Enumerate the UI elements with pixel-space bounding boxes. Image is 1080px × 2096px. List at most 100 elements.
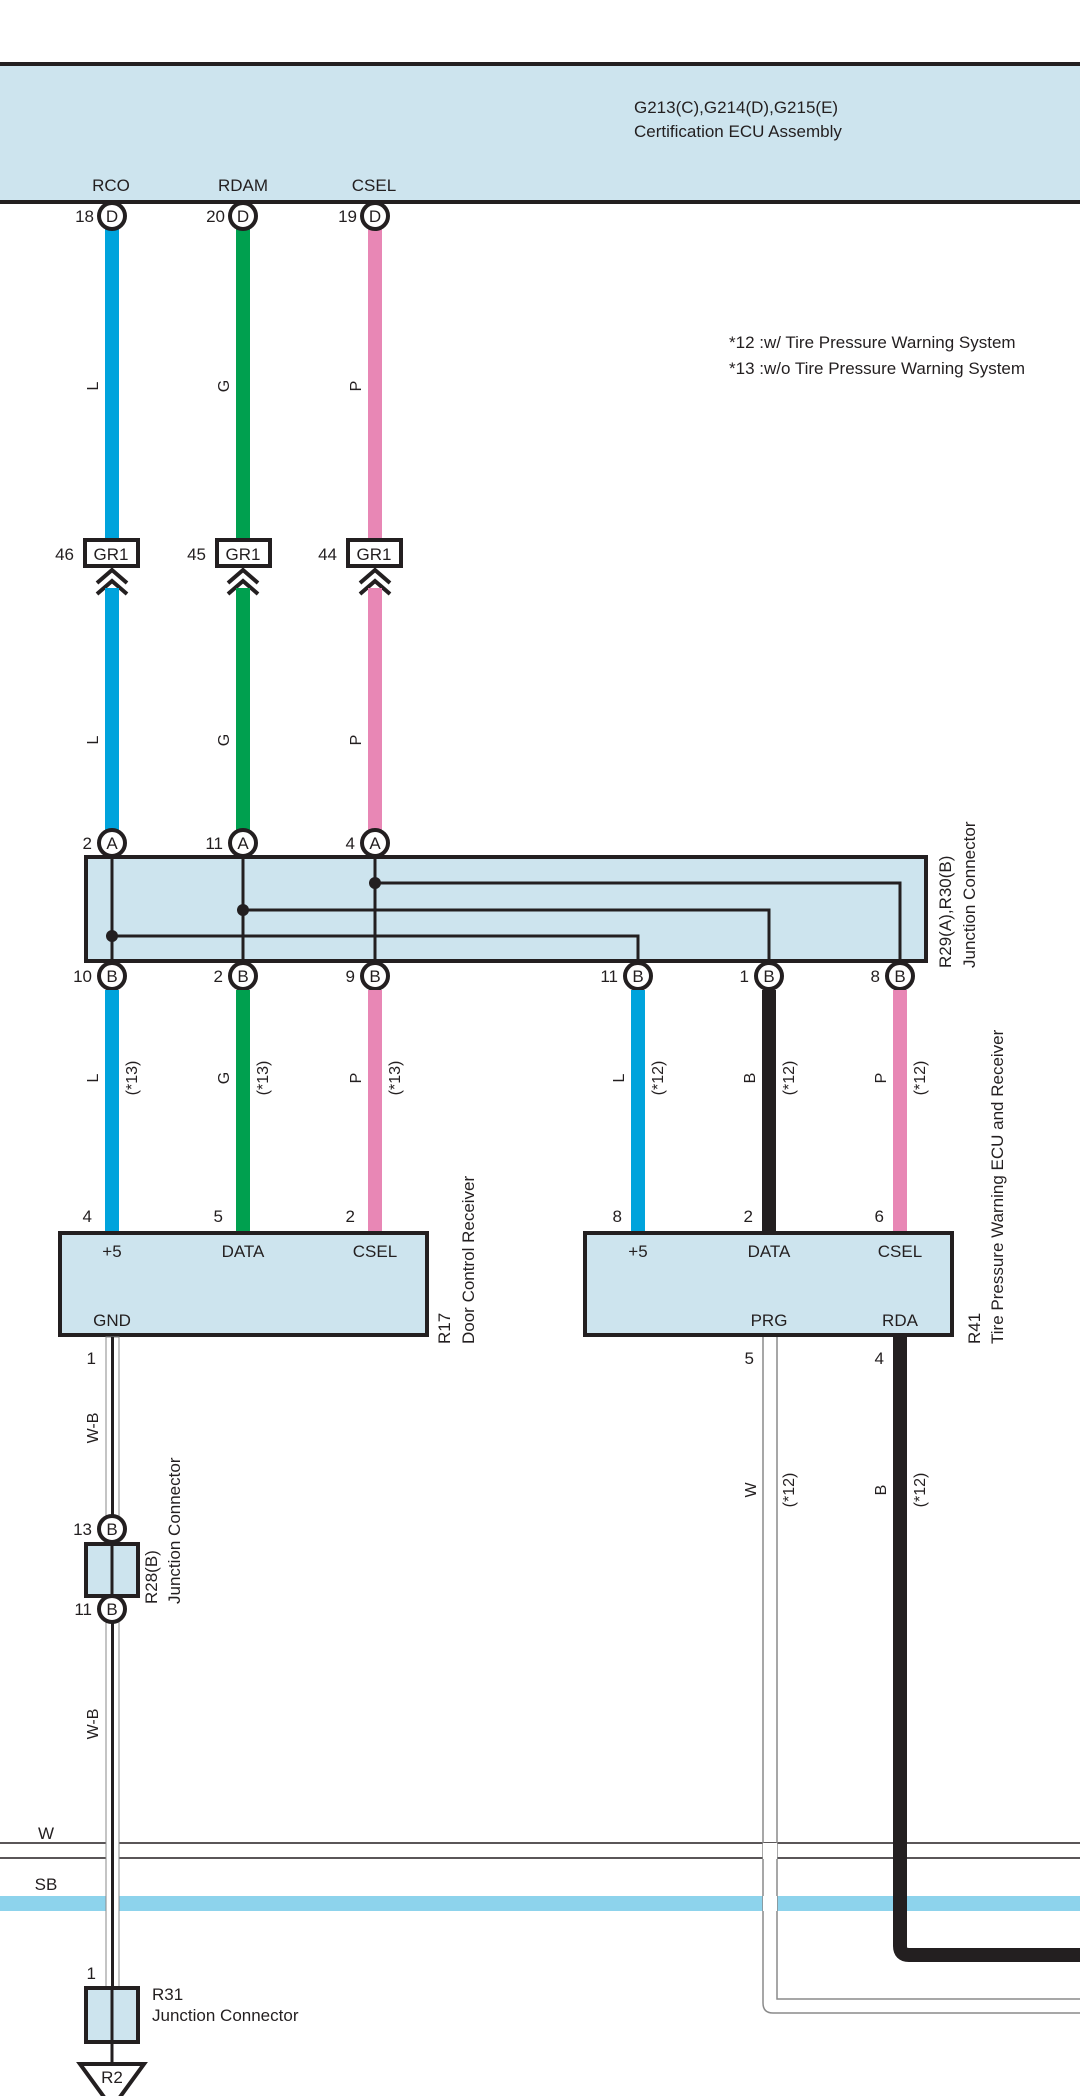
wire-note: (*13) (387, 1061, 404, 1096)
inline-connector[interactable]: GR1 44 (318, 538, 403, 596)
pin-number: 18 (75, 207, 94, 226)
junction-ids: R29(A),R30(B) (936, 856, 955, 968)
pin-conn: B (763, 967, 774, 986)
pin-circle (754, 961, 784, 991)
inline-connector[interactable]: GR1 46 (55, 538, 140, 596)
pin-number: 1 (87, 1964, 96, 1983)
wire-note: (*12) (781, 1473, 798, 1508)
terminal-name: +5 (102, 1242, 121, 1261)
wire-label: L (611, 1073, 628, 1082)
double-chevron-icon (95, 567, 129, 596)
wire-g-upper[interactable] (236, 226, 250, 541)
pin-conn: B (106, 1520, 117, 1539)
wire-w-prg-outer[interactable] (762, 1337, 1080, 2014)
wire-l-12[interactable] (631, 990, 645, 1231)
terminal-name: DATA (222, 1242, 265, 1261)
inline-connector[interactable]: GR1 45 (187, 538, 272, 596)
pin-number: 2 (744, 1207, 753, 1226)
pin-number: 13 (73, 1520, 92, 1539)
pin-number: 6 (875, 1207, 884, 1226)
pin-conn: B (106, 1600, 117, 1619)
pin-circle (97, 201, 127, 231)
wire-label: G (216, 380, 233, 392)
junction-connector-r28[interactable]: B 13 B 11 R28(B) Junction Connector (73, 1457, 184, 1624)
wire-label: L (85, 735, 102, 744)
wire-p-12[interactable] (893, 990, 907, 1231)
gnd-wire[interactable]: W-B W-B (85, 1336, 120, 1989)
lower-right-wires: W (*12) B (*12) (743, 1337, 1080, 2014)
pin-number: 19 (338, 207, 357, 226)
wire-label: L (85, 381, 102, 390)
pin-conn: B (632, 967, 643, 986)
wire-label: W-B (85, 1709, 102, 1740)
note-12: *12 :w/ Tire Pressure Warning System (729, 333, 1016, 352)
ecu-ids: G213(C),G214(D),G215(E) (634, 98, 838, 117)
ecu-name: Certification ECU Assembly (634, 122, 842, 141)
terminal-name: DATA (748, 1242, 791, 1261)
ecu-pins: D 18 D 20 D 19 (75, 201, 390, 231)
wire-note: (*12) (650, 1061, 667, 1096)
pin-number: 8 (613, 1207, 622, 1226)
wire-label: P (348, 1073, 365, 1084)
connector-id: GR1 (94, 545, 129, 564)
terminal-name: CSEL (878, 1242, 922, 1261)
wire-label: P (873, 1073, 890, 1084)
wire-p-13[interactable] (368, 990, 382, 1231)
wire-l-13[interactable] (105, 990, 119, 1231)
upper-wires: L G P (85, 226, 382, 541)
terminal-name: CSEL (353, 1242, 397, 1261)
wire-label: W-B (85, 1413, 102, 1444)
wire-sb-bus[interactable] (0, 1896, 1080, 1911)
wire-g-13[interactable] (236, 990, 250, 1231)
ground-point[interactable]: R2 (76, 2042, 148, 2096)
pin-number: 44 (318, 545, 337, 564)
component-id: R31 (152, 1985, 183, 2004)
door-control-receiver[interactable]: 4 5 2 +5 DATA CSEL GND 1 R17 Door Contro… (58, 1175, 478, 1368)
wire-b-rda[interactable] (893, 1337, 1080, 1962)
pin-conn: B (237, 967, 248, 986)
component-id: R28(B) (142, 1550, 161, 1604)
pin-circle (228, 961, 258, 991)
pin-circle (97, 961, 127, 991)
pin-conn: D (369, 207, 381, 226)
pin-circle (97, 828, 127, 858)
connector-id: GR1 (226, 545, 261, 564)
wire-w-prg-inner[interactable] (776, 1337, 1080, 2000)
wire-label: W (743, 1482, 760, 1498)
pin-number: 2 (214, 967, 223, 986)
double-chevron-icon (226, 567, 260, 596)
middle-wires: L G P (85, 588, 382, 831)
ecu-terminal-rdam: RDAM (218, 176, 268, 195)
wire-label: G (216, 1072, 233, 1084)
pin-conn: D (237, 207, 249, 226)
wire-g-middle[interactable] (236, 588, 250, 831)
component-name: Junction Connector (152, 2006, 299, 2025)
wire-label: W (38, 1824, 54, 1843)
wire-note: (*12) (781, 1061, 798, 1096)
component-id: R41 (965, 1313, 984, 1344)
pin-circle (97, 1594, 127, 1624)
wire-note: (*12) (912, 1061, 929, 1096)
pin-circle (360, 828, 390, 858)
pin-number: 1 (87, 1349, 96, 1368)
pin-conn: B (106, 967, 117, 986)
wire-l-middle[interactable] (105, 588, 119, 831)
splice-dot (369, 877, 381, 889)
pin-circle (885, 961, 915, 991)
pin-number: 4 (83, 1207, 92, 1226)
wire-note: (*13) (124, 1061, 141, 1096)
wire-p-upper[interactable] (368, 226, 382, 541)
pin-conn: B (894, 967, 905, 986)
component-name: Junction Connector (165, 1457, 184, 1604)
wire-b-12[interactable] (762, 990, 776, 1231)
pin-circle (228, 201, 258, 231)
wire-l-upper[interactable] (105, 226, 119, 541)
pin-conn: B (369, 967, 380, 986)
tire-pressure-warning-ecu[interactable]: 8 2 6 +5 DATA CSEL PRG RDA 5 4 R41 Tire … (583, 1029, 1007, 1368)
connector-id: GR1 (357, 545, 392, 564)
wire-p-middle[interactable] (368, 588, 382, 831)
wire-label: B (873, 1485, 890, 1496)
pin-number: 46 (55, 545, 74, 564)
wire-note: (*13) (255, 1061, 272, 1096)
